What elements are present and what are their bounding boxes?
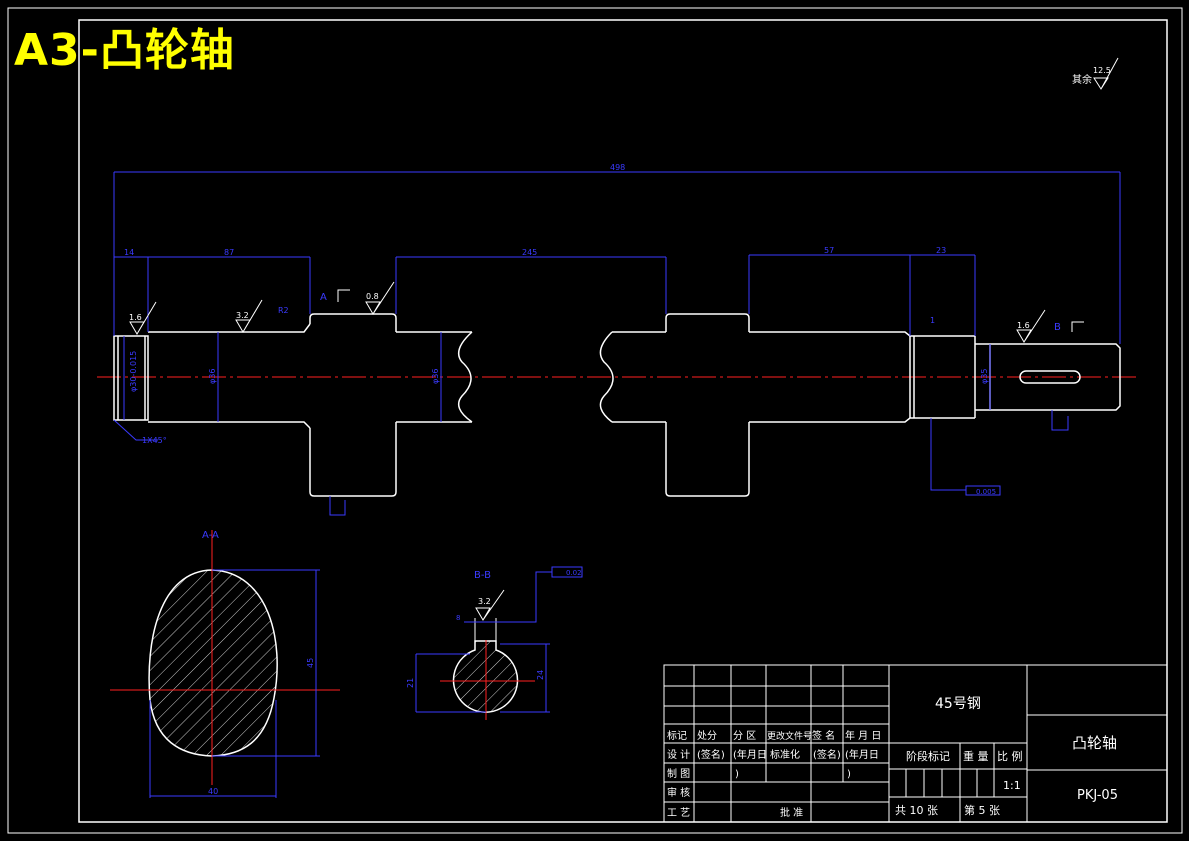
dim-dia-right: φ35: [980, 369, 989, 384]
dim-bb-depth: 21: [406, 678, 415, 688]
tb-r1-c1: 标记: [667, 730, 687, 742]
tb-r1-c3: 分 区: [733, 730, 756, 742]
roughness-journal: 3.2: [236, 311, 249, 320]
sheet-title: A3-凸轮轴: [14, 25, 235, 76]
tb-r5-c4: 批 准: [780, 806, 803, 819]
dimension-lines: [113, 171, 1121, 516]
dim-flatness: 0.005: [976, 488, 996, 496]
tb-scale: 1:1: [1003, 779, 1021, 792]
title-block: [663, 664, 1168, 823]
section-aa-label: A-A: [202, 530, 219, 541]
tb-ratio: 比 例: [997, 749, 1023, 763]
section-b-label: B: [1054, 322, 1061, 333]
roughness-label: 其余: [1072, 73, 1092, 86]
tb-sheets-total: 共 10 张: [895, 804, 938, 817]
tb-r4-c1: 审 核: [667, 786, 690, 799]
tb-r1-c4: 更改文件号: [767, 730, 812, 742]
dim-aa-width: 40: [208, 787, 218, 796]
section-markers: [337, 289, 1084, 332]
tb-r3-c3: ): [735, 769, 739, 780]
tb-r2-c6: (年月日: [845, 748, 879, 761]
dim-dia-mid: φ36: [431, 369, 440, 384]
section-bb-view: B-B 3.2 21 24 8 0.02: [406, 566, 583, 720]
section-bb-label: B-B: [474, 570, 491, 581]
dim-dia-left: φ30-0.015: [129, 351, 138, 392]
roughness-value: 12.5: [1093, 66, 1111, 75]
roughness-symbols: [129, 281, 1046, 343]
tb-r1-c5: 签 名: [812, 729, 835, 742]
tb-stage-mark: 阶段标记: [906, 749, 950, 763]
general-roughness-note: 其余 12.5: [1072, 57, 1119, 90]
roughness-left: 1.6: [129, 313, 142, 322]
dim-bb-tol: 0.02: [566, 569, 582, 577]
tb-r5-c1: 工 艺: [667, 807, 690, 819]
dim-dia-journal: φ36: [208, 369, 217, 384]
dim-57: 57: [824, 246, 834, 255]
tb-material: 45号钢: [935, 696, 981, 712]
roughness-cam: 0.8: [366, 292, 379, 301]
dim-245: 245: [522, 248, 537, 257]
tb-r2-c4: 标准化: [770, 748, 800, 761]
dim-23: 23: [936, 246, 946, 255]
dim-bb-height: 24: [536, 670, 545, 680]
dim-overall: 498: [610, 163, 625, 172]
inner-frame: [78, 19, 1168, 823]
tb-r1-c6: 年 月 日: [845, 729, 881, 742]
tb-part-name: 凸轮轴: [1072, 734, 1117, 752]
dimension-texts: 498 14 87 245 57 23 R2 1 1X45° 0.005 φ30…: [124, 163, 996, 496]
dim-step: 1: [930, 316, 935, 325]
tb-r2-c3: (年月日: [733, 748, 767, 761]
dim-chamfer: 1X45°: [142, 436, 167, 445]
dim-aa-height: 45: [306, 658, 315, 668]
tb-sheet-no: 第 5 张: [964, 803, 1000, 817]
roughness-right: 1.6: [1017, 321, 1030, 330]
outer-frame: [7, 7, 1183, 834]
dim-bb-keyw: 8: [456, 614, 460, 622]
tb-drawing-no: PKJ-05: [1077, 788, 1118, 803]
tb-r2-c5: (签名): [813, 748, 841, 761]
section-a-label: A: [320, 292, 327, 303]
dim-14: 14: [124, 248, 134, 257]
tb-r1-c2: 处分: [697, 730, 717, 742]
shaft-outline: [113, 313, 1121, 497]
dim-r2: R2: [278, 306, 289, 315]
tb-r2-c2: (签名): [697, 748, 725, 761]
tb-r3-c6: ): [847, 769, 851, 780]
section-aa-view: A-A 45 40: [110, 530, 340, 798]
tb-weight: 重 量: [963, 749, 989, 763]
roughness-bb: 3.2: [478, 597, 491, 606]
tb-r2-c1: 设 计: [667, 748, 690, 761]
dim-87: 87: [224, 248, 234, 257]
tb-r3-c1: 制 图: [667, 767, 690, 780]
